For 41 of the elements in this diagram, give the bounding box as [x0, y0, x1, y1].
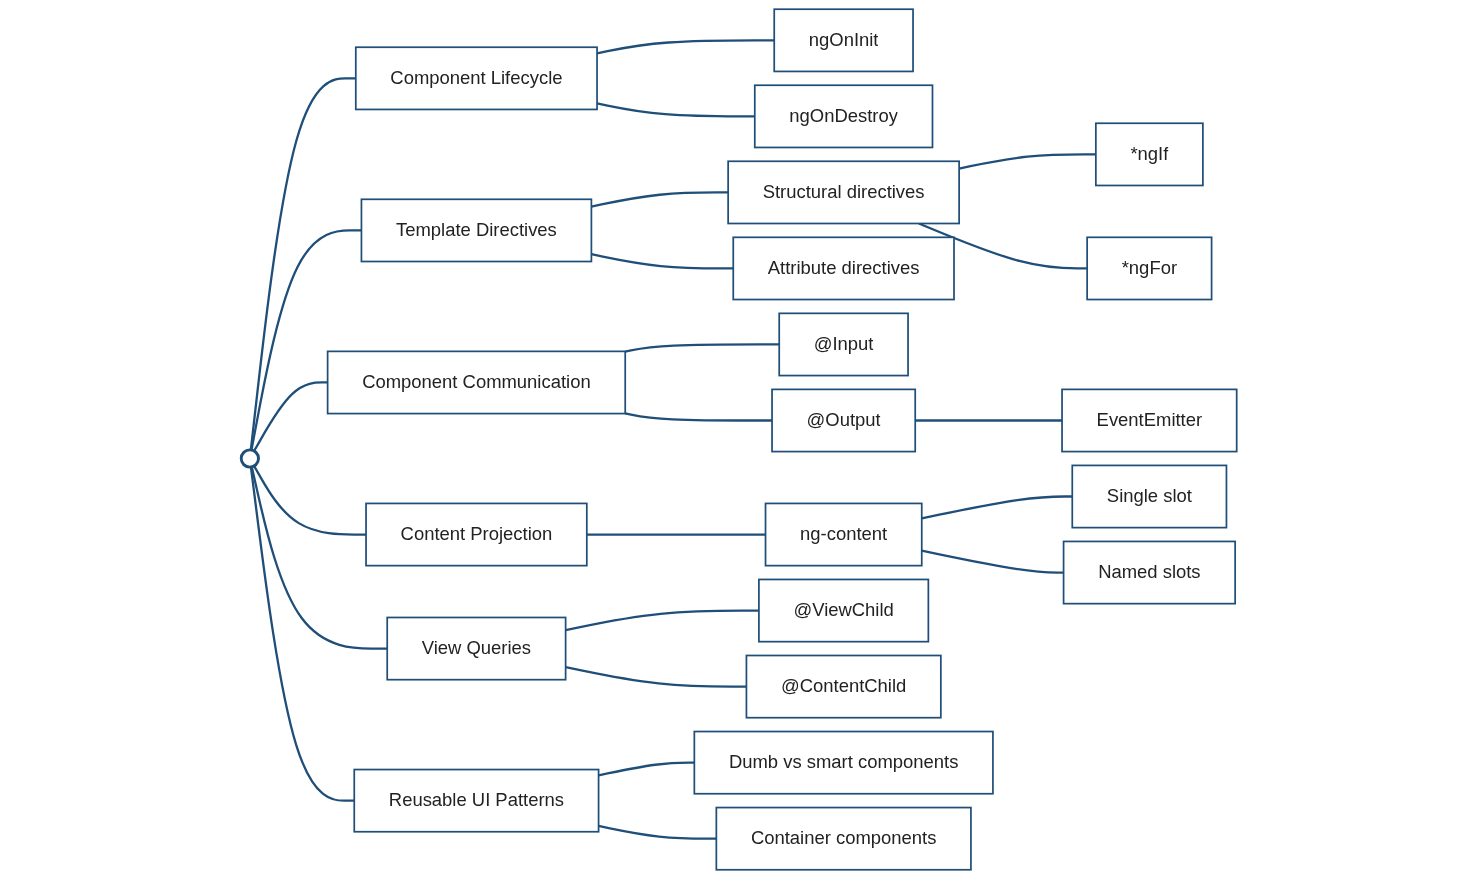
node-circle	[239, 448, 260, 469]
node-box: ngOnInit	[772, 8, 914, 73]
connector	[914, 419, 1062, 422]
node-box: Single slot	[1070, 464, 1227, 529]
connector	[249, 229, 361, 451]
node-box: Reusable UI Patterns	[352, 768, 599, 833]
connector	[624, 412, 772, 422]
node-box: @Output	[770, 388, 916, 453]
node-box: Container components	[715, 806, 972, 871]
connector	[252, 465, 366, 536]
node-box: Structural directives	[726, 160, 960, 225]
node-box: Template Directives	[360, 198, 592, 263]
connector	[624, 343, 779, 353]
node-box: @ContentChild	[745, 654, 942, 719]
connector	[249, 466, 354, 802]
node-box: EventEmitter	[1060, 388, 1238, 453]
connector	[958, 153, 1096, 170]
node-box: Dumb vs smart components	[693, 730, 994, 795]
connector	[917, 222, 1087, 270]
connector	[590, 253, 733, 270]
node-box: ngOnDestroy	[753, 84, 933, 149]
node-box: Component Communication	[326, 350, 626, 415]
node-box: Component Lifecycle	[354, 46, 598, 111]
connector	[586, 533, 766, 536]
node-box: *ngIf	[1094, 122, 1204, 187]
connector	[921, 495, 1072, 520]
node-box: Named slots	[1062, 540, 1236, 605]
connector	[249, 77, 356, 451]
node-box: Attribute directives	[731, 236, 955, 301]
node-box: Content Projection	[364, 502, 588, 567]
node-box: @ViewChild	[757, 578, 929, 643]
node-box: View Queries	[385, 616, 567, 681]
node-box: @Input	[777, 312, 909, 377]
node-box: *ngFor	[1085, 236, 1212, 301]
connector	[590, 191, 728, 208]
connector	[250, 466, 387, 650]
connector	[921, 549, 1064, 574]
connector	[252, 381, 328, 452]
connector	[596, 102, 755, 118]
connector	[596, 39, 774, 55]
node-box: ng-content	[764, 502, 923, 567]
